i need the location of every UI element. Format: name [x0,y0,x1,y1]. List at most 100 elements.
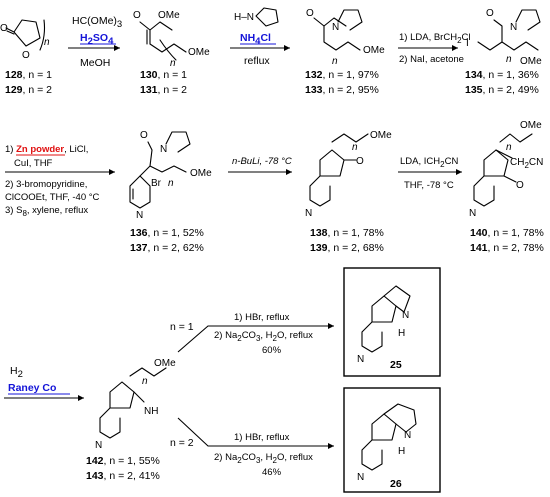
structure-lactone: O O n [0,19,50,61]
label-141: , n = 2, 78% [488,242,544,254]
svg-text:139, n = 2, 68%: 139, n = 2, 68% [310,242,384,254]
svg-text:132, n = 1, 97%: 132, n = 1, 97% [305,69,379,81]
reagent-h2: H [10,365,18,377]
compound-142: 142 [86,455,104,467]
structure-product-26: N H N [357,403,417,483]
label-133: , n = 2, 95% [323,84,379,96]
reagent-clcooet: ClCOOEt, THF, -40 °C [5,192,100,203]
reagent-s8: 3) S [5,205,22,216]
atom-h-26: H [398,446,405,457]
compound-132: 132 [305,69,323,81]
yield-26: 46% [262,467,282,478]
structure-nitrile: OMe n CH2CN O N [469,120,543,219]
label-128: , n = 1 [23,69,53,81]
svg-text:2) Na2CO3, H2O, reflux: 2) Na2CO3, H2O, reflux [214,452,313,465]
reagent-nai-acetone: 2) NaI, acetone [399,54,464,65]
atom-n-pyridine-136: N [136,210,143,221]
svg-text:HC(OMe)3: HC(OMe)3 [72,15,122,30]
atom-n-pyridine-25: N [357,354,364,365]
atom-o-136: O [140,130,148,141]
label-134: , n = 1, 36% [483,69,539,81]
svg-text:137, n = 2, 62%: 137, n = 2, 62% [130,242,204,254]
svg-text:H2SO4: H2SO4 [80,32,114,47]
compound-129: 129 [5,84,23,96]
reagent-nh4cl: NH [240,32,255,44]
atom-i: I [466,38,469,49]
reagent-nbuli: n-BuLi, -78 °C [232,156,292,167]
arrowhead-step2 [284,45,290,51]
compound-141: 141 [470,242,488,254]
arrowhead-step7 [78,395,84,401]
compound-143: 143 [86,470,104,482]
arrowhead-branch-n1 [328,323,334,329]
structure-ketone-138: OMe n O N [305,130,392,219]
svg-text:131, n = 2: 131, n = 2 [140,84,187,96]
compound-131: 131 [140,84,158,96]
compound-130: 130 [140,69,158,81]
atom-ome-136: OMe [190,168,212,179]
structure-product-25: N H N [357,285,411,365]
svg-text:3) S8, xylene, reflux: 3) S8, xylene, reflux [5,205,88,218]
compound-139: 139 [310,242,328,254]
atom-o-carbonyl: O [0,23,8,34]
reagent-h2so4: H [80,32,88,44]
atom-ome-140: OMe [520,120,542,131]
atom-ome-iodide: OMe [520,56,542,67]
svg-text:1) LDA, BrCH2Cl: 1) LDA, BrCH2Cl [399,32,471,45]
atom-h-25: H [398,328,405,339]
structure-amide: O N OMe n [306,8,385,67]
compound-26: 26 [390,478,402,490]
atom-ome-ester: OMe [158,10,180,21]
reagent-lda-ich2cn: LDA, ICH [400,156,440,167]
label-137: , n = 2, 62% [148,242,204,254]
arrow-branch-n1 [177,325,334,353]
branch-label-n1: n = 1 [170,321,194,333]
reagent-meoh: MeOH [80,57,110,69]
compound-140: 140 [470,227,488,239]
label-143: , n = 2, 41% [104,470,160,482]
svg-text:LDA, ICH2CN: LDA, ICH2CN [400,156,458,169]
structure-amine-142: OMe n NH N [95,358,176,451]
atom-n-138-index: n [352,142,358,153]
reagent-hcome3: HC(OMe) [72,15,117,27]
arrowhead-step3 [452,45,458,51]
atom-n-amide: N [332,22,339,33]
atom-n-iodide: N [510,22,517,33]
svg-text:143, n = 2, 41%: 143, n = 2, 41% [86,470,160,482]
atom-n-pyridine-142: N [95,440,102,451]
atom-n-136: N [160,144,167,155]
reagent-cui-thf: CuI, THF [14,158,53,169]
yield-25: 60% [262,345,282,356]
structure-pyrrolidine-reagent: H–N [234,7,279,27]
svg-text:128, n = 1: 128, n = 1 [5,69,52,81]
atom-n-pyridine-26: N [357,472,364,483]
label-132: , n = 1, 97% [323,69,379,81]
atom-n-140-index: n [506,142,512,153]
label-130: , n = 1 [158,69,188,81]
svg-text:1) Zn powder, LiCl,: 1) Zn powder, LiCl, [5,144,88,155]
svg-text:133, n = 2, 95%: 133, n = 2, 95% [305,84,379,96]
arrowhead-step6 [456,169,462,175]
atom-o-140: O [516,180,524,191]
atom-n-amide-index: n [332,56,338,67]
label-135: , n = 2, 49% [483,84,539,96]
structure-ester: O OMe OMe n [133,10,210,69]
arrowhead-step1 [114,45,120,51]
reagent-lda-brch2cl: 1) LDA, BrCH [399,32,457,43]
compound-136: 136 [130,227,148,239]
atom-n-iodide-index: n [506,54,512,65]
label-129: , n = 2 [23,84,53,96]
atom-n-ester: n [170,58,176,69]
svg-text:141, n = 2, 78%: 141, n = 2, 78% [470,242,544,254]
reagent-na2co3-n2: 2) Na [214,452,238,463]
reagent-hbr-n2: 1) HBr, reflux [234,432,290,443]
atom-o-iodide: O [486,8,494,19]
atom-ch2cn: CH [510,157,524,168]
atom-o-ring: O [22,50,30,61]
compound-128: 128 [5,69,23,81]
label-136: , n = 1, 52% [148,227,204,239]
atom-ome-amide: OMe [363,45,385,56]
atom-br: Br [151,178,162,189]
atom-n-142-index: n [142,376,148,387]
